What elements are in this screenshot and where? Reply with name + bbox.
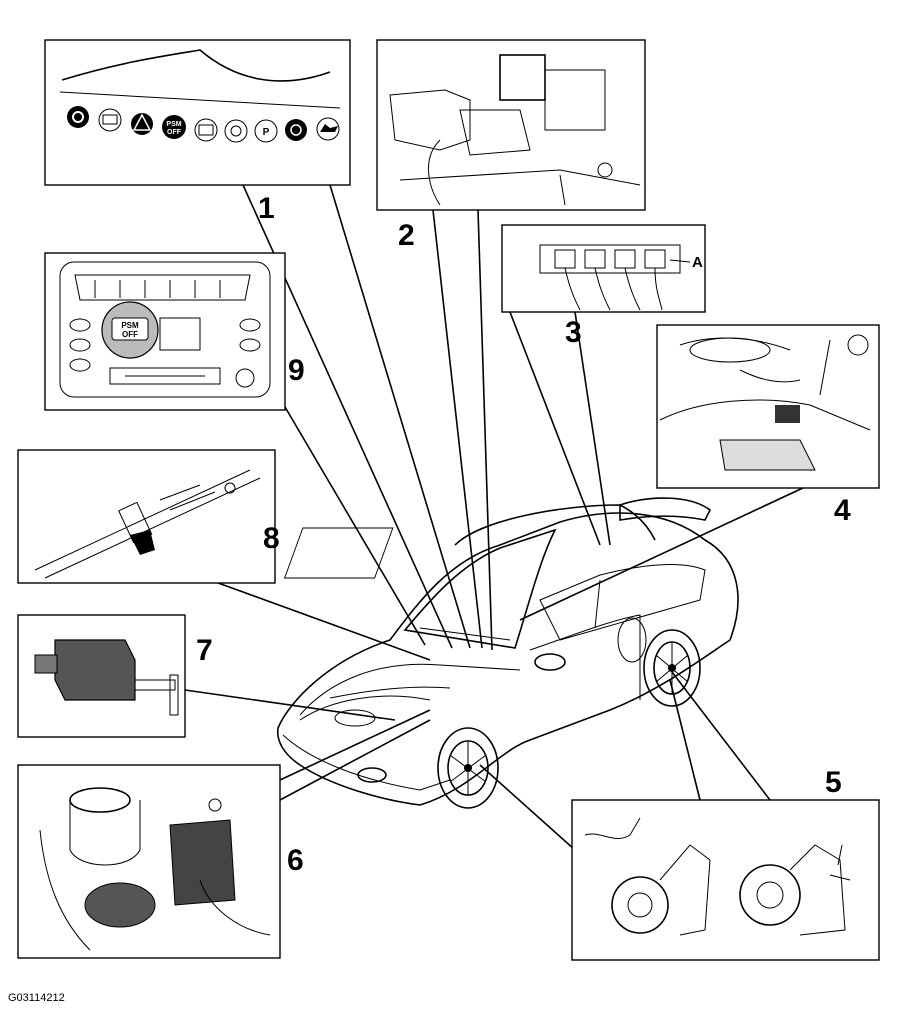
callout-2: 2 (398, 219, 415, 252)
battery-icon (98, 108, 122, 132)
figure-id: G03114212 (8, 992, 65, 1004)
detail-3-control-unit: A (501, 224, 706, 313)
front-hub-assembly (584, 817, 711, 936)
rear-wheel (643, 629, 701, 707)
detail-8-steering-column (17, 449, 276, 584)
psm-off-button[interactable]: PSM OFF (101, 301, 159, 359)
off-button-label: OFF (122, 330, 138, 339)
detail-9-psm-switch: PSM OFF (44, 252, 286, 411)
callout-5: 5 (825, 766, 842, 799)
callout-1: 1 (258, 192, 275, 225)
svg-text:P: P (263, 127, 270, 138)
psm-off-icon: PSM OFF (162, 115, 186, 139)
abs-icon (194, 118, 218, 142)
detail-6-engine-compartment (17, 764, 281, 959)
svg-text:PSM: PSM (166, 121, 181, 128)
callout-numbers: 1 2 3 4 5 6 7 8 9 (196, 192, 851, 877)
detail-7-brake-light-switch (17, 614, 186, 738)
brake-circle-icon (224, 119, 248, 143)
parking-brake-icon: P (254, 119, 278, 143)
car-illustration (276, 497, 739, 809)
detail-4-yaw-rate-sensor (656, 324, 880, 489)
callout-6: 6 (287, 844, 304, 877)
power-icon (67, 106, 89, 128)
connector-label-a: A (692, 254, 703, 271)
psm-button-label: PSM (121, 321, 139, 330)
callout-7: 7 (196, 634, 213, 667)
front-wheel (437, 727, 499, 809)
callout-9: 9 (288, 354, 305, 387)
warning-light-row: PSM OFF P (67, 106, 340, 143)
detail-5-wheel-speed-sensors (571, 799, 880, 961)
svg-text:OFF: OFF (167, 129, 182, 136)
brake-pad-icon (285, 119, 307, 141)
oil-can-icon (316, 117, 340, 141)
detail-2-hydraulic-unit (376, 39, 646, 211)
detail-1-warning-lights: PSM OFF P (44, 39, 351, 186)
callout-8: 8 (263, 522, 280, 555)
rear-hub-assembly (739, 844, 851, 936)
warning-triangle-icon (131, 113, 153, 135)
callout-3: 3 (565, 316, 582, 349)
callout-4: 4 (834, 494, 851, 527)
